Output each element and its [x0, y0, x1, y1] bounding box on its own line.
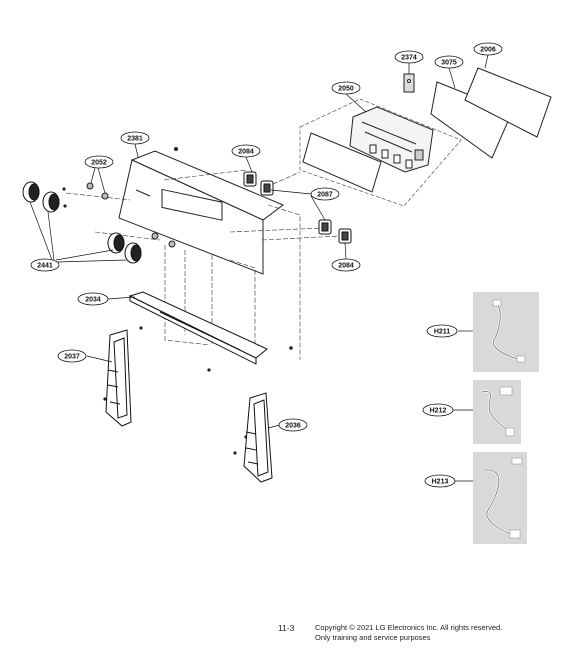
- callout-label: 2037: [64, 354, 80, 361]
- manifold-panel-2034: [128, 291, 268, 365]
- control-panel-2381: [118, 150, 284, 275]
- control-board-group-outline: [299, 98, 462, 207]
- callout-label: 2374: [401, 55, 417, 62]
- callout-label: 2441: [37, 263, 53, 270]
- callout-label: H213: [432, 479, 449, 486]
- callout-2084-upper: 2084: [231, 144, 261, 158]
- side-bracket-2036: [243, 392, 273, 483]
- callout-label: H212: [430, 408, 447, 415]
- callout-2052: 2052: [84, 155, 114, 169]
- callout-label: 2034: [85, 297, 101, 304]
- assembly-guide-lines: [65, 169, 341, 360]
- callout-label: 2084: [238, 149, 254, 156]
- callout-label: H211: [434, 329, 450, 336]
- control-board-2050: [349, 106, 434, 173]
- callout-3075: 3075: [434, 55, 464, 69]
- callout-label: 2084: [338, 263, 354, 270]
- callout-label: 2052: [91, 160, 107, 167]
- bracket-2374: [403, 73, 415, 93]
- harness-h211-photo: [473, 292, 539, 372]
- switch-2084-upper: [243, 171, 274, 196]
- display-glass-2006: [464, 67, 552, 138]
- copyright-notice: Copyright © 2021 LG Electronics Inc. All…: [315, 623, 502, 643]
- copyright-line: Copyright © 2021 LG Electronics Inc. All…: [315, 623, 503, 632]
- knob-lower-left: [107, 232, 142, 264]
- callout-2037: 2037: [57, 349, 87, 363]
- callout-label: 2006: [480, 47, 496, 54]
- callout-h213: H213: [424, 474, 456, 488]
- callout-h212: H212: [422, 403, 454, 417]
- callout-2087: 2087: [310, 187, 340, 201]
- harness-h213-photo: [473, 452, 527, 544]
- switch-2087-lower: [318, 219, 352, 244]
- harness-h212-photo: [473, 380, 521, 444]
- side-bracket-2037: [105, 329, 132, 427]
- page-number: 11-3: [278, 623, 295, 633]
- callout-2050: 2050: [331, 81, 361, 95]
- callout-2381: 2381: [120, 131, 150, 145]
- callout-2084-lower: 2084: [331, 258, 361, 272]
- callout-label: 3075: [441, 60, 457, 67]
- callout-label: 2381: [127, 136, 143, 143]
- callout-2374: 2374: [394, 50, 424, 64]
- callout-h211: H211: [426, 324, 458, 338]
- display-overlay: [302, 132, 382, 193]
- usage-notice-line: Only training and service purposes: [315, 633, 431, 642]
- callout-2034: 2034: [77, 292, 109, 306]
- callout-label: 2036: [285, 423, 301, 430]
- knob-upper-left: [22, 181, 60, 213]
- callout-2036: 2036: [278, 418, 308, 432]
- callout-leader-lines: [29, 54, 489, 482]
- callout-label: 2050: [338, 86, 354, 93]
- switch-2052: [86, 182, 176, 248]
- callout-2441: 2441: [30, 258, 60, 272]
- callout-2006: 2006: [473, 42, 503, 56]
- callout-label: 2087: [317, 192, 333, 199]
